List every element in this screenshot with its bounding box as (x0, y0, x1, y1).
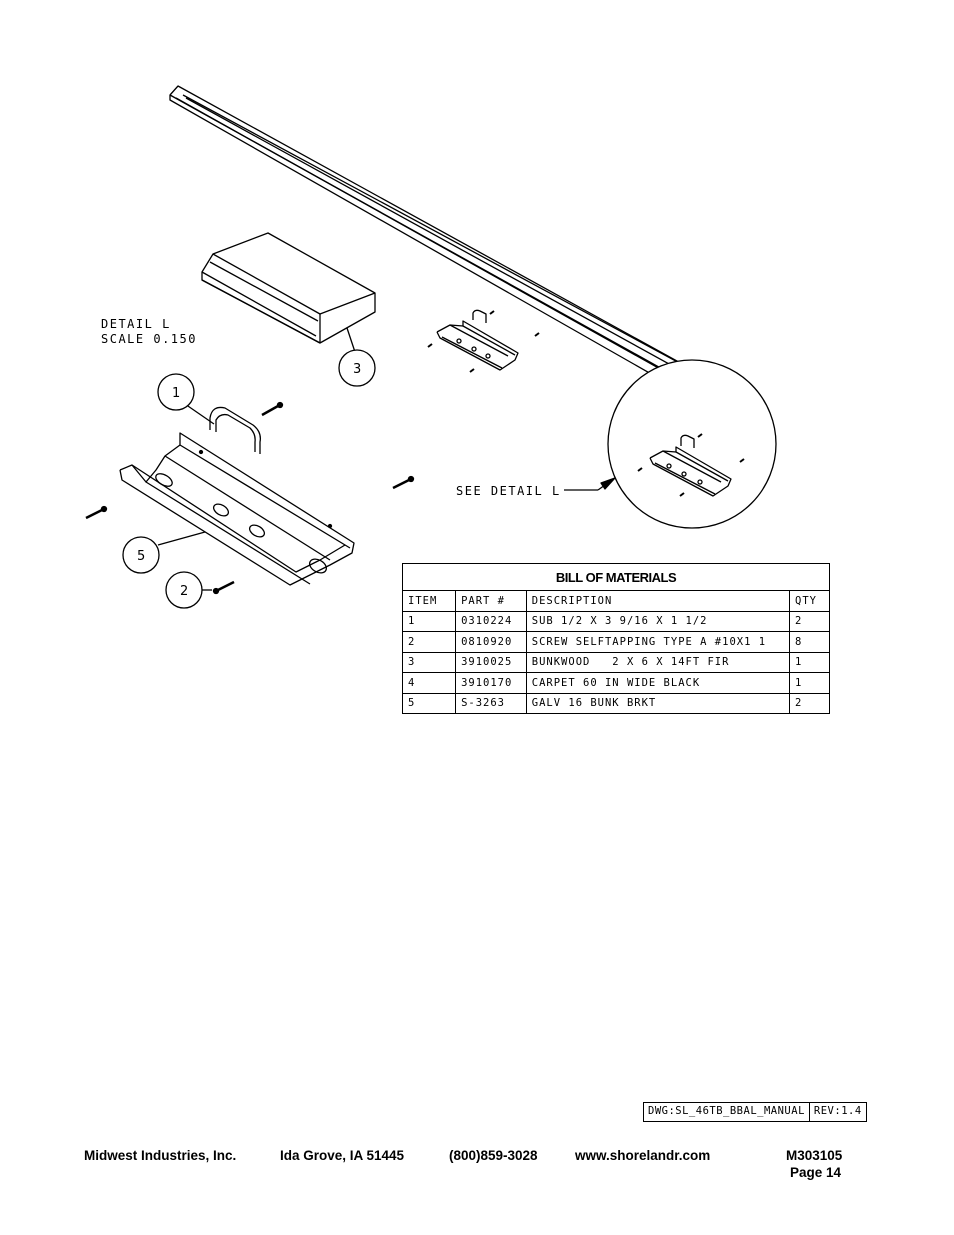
assembly-drawing: DETAIL L SCALE 0.150 SEE DETAIL L 1 3 5 … (85, 85, 777, 609)
bom-description: BUNKWOOD 2 X 6 X 14FT FIR (525, 651, 791, 673)
detail-label-line1: DETAIL L (101, 317, 171, 331)
bom-description: CARPET 60 IN WIDE BLACK (525, 672, 791, 694)
bom-description: SUB 1/2 X 3 9/16 X 1 1/2 (525, 610, 791, 632)
balloon-2: 2 (180, 584, 188, 599)
balloon-3: 3 (353, 362, 361, 377)
bom-part: S-3263 (455, 692, 527, 714)
bracket-large (119, 406, 355, 586)
screw-icon (85, 401, 415, 595)
balloon-1: 1 (172, 386, 180, 401)
bom-qty: 2 (789, 692, 830, 714)
detail-label-line2: SCALE 0.150 (101, 332, 197, 346)
footer-company: Midwest Industries, Inc. (84, 1148, 237, 1163)
bom-item: 1 (401, 610, 457, 632)
bracket-small (427, 309, 540, 373)
bom-qty: 2 (789, 610, 830, 632)
bom-header-item: ITEM (401, 590, 457, 612)
revision: REV:1.4 (809, 1102, 867, 1122)
leader-5 (157, 531, 206, 546)
bom-item: 3 (401, 651, 457, 673)
bom-part: 0810920 (455, 631, 527, 653)
table-row: 3 3910025 BUNKWOOD 2 X 6 X 14FT FIR 1 (401, 651, 830, 673)
drawing-number: DWG:SL_46TB_BBAL_MANUAL (643, 1102, 810, 1122)
bom-item: 5 (401, 692, 457, 714)
table-row: 2 0810920 SCREW SELFTAPPING TYPE A #10X1… (401, 631, 830, 653)
footer-phone: (800)859-3028 (449, 1148, 538, 1163)
leader-3 (346, 327, 356, 353)
bom-header-qty: QTY (789, 590, 830, 612)
drawing-info-box: DWG:SL_46TB_BBAL_MANUAL REV:1.4 (643, 1102, 867, 1122)
detail-circle (607, 359, 777, 529)
table-row: 1 0310224 SUB 1/2 X 3 9/16 X 1 1/2 2 (401, 610, 830, 632)
table-row: 5 S-3263 GALV 16 BUNK BRKT 2 (401, 692, 830, 714)
bom-header-description: DESCRIPTION (525, 590, 791, 612)
bom-header-row: ITEM PART # DESCRIPTION QTY (401, 590, 830, 612)
bunkwood-block (201, 232, 376, 344)
bom-description: SCREW SELFTAPPING TYPE A #10X1 1 (525, 631, 791, 653)
bunk-board-assembly (169, 85, 736, 413)
see-detail-label: SEE DETAIL L (456, 484, 561, 498)
bom-part: 0310224 (455, 610, 527, 632)
bom-item: 2 (401, 631, 457, 653)
balloon-5: 5 (137, 549, 145, 564)
footer-city: Ida Grove, IA 51445 (280, 1148, 405, 1163)
footer-website: www.shorelandr.com (575, 1148, 711, 1163)
table-row: 4 3910170 CARPET 60 IN WIDE BLACK 1 (401, 672, 830, 694)
bom-description: GALV 16 BUNK BRKT (525, 692, 791, 714)
bill-of-materials-table: BILL OF MATERIALS ITEM PART # DESCRIPTIO… (401, 563, 830, 714)
bom-part: 3910025 (455, 651, 527, 673)
bom-title: BILL OF MATERIALS (402, 563, 830, 591)
bom-qty: 8 (789, 631, 830, 653)
footer-page: Page 14 (790, 1165, 842, 1180)
bom-header-part: PART # (455, 590, 527, 612)
bom-qty: 1 (789, 651, 830, 673)
bracket-detail (637, 433, 745, 497)
bom-part: 3910170 (455, 672, 527, 694)
bom-item: 4 (401, 672, 457, 694)
bom-qty: 1 (789, 672, 830, 694)
leader-1 (184, 403, 215, 425)
footer-doc-number: M303105 (786, 1148, 843, 1163)
